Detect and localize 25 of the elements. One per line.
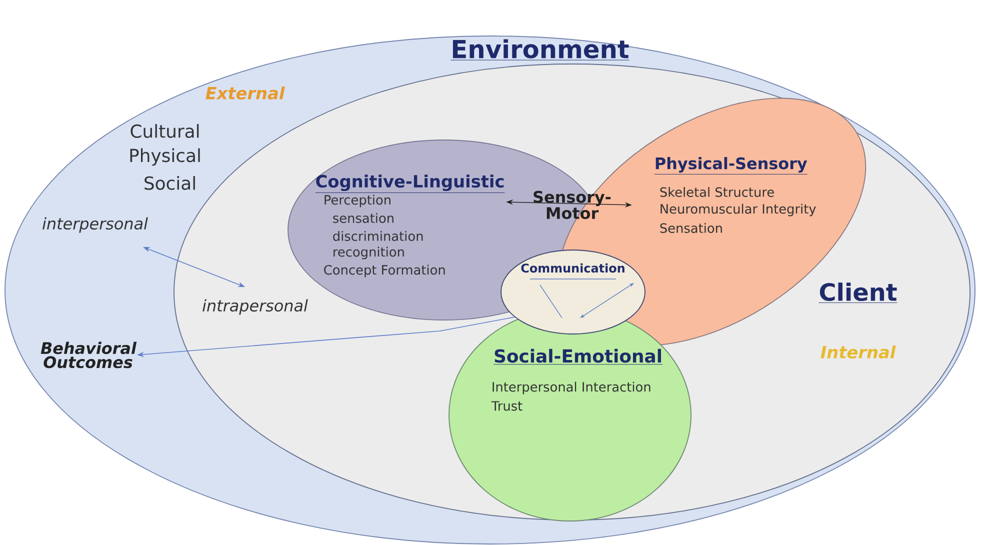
list-item: discrimination <box>333 231 423 241</box>
heading: Physical-Sensory <box>654 157 808 174</box>
zone-label: Internal <box>820 345 896 359</box>
list-item: Interpersonal Interaction <box>492 382 650 394</box>
list-item: Neuromuscular Integrity <box>660 204 816 216</box>
heading: Environment <box>450 39 630 60</box>
heading: Cognitive-Linguistic <box>315 174 505 193</box>
list-item: sensation <box>333 213 394 223</box>
factor-label: Social <box>144 176 195 190</box>
list-item: Perception <box>324 194 390 208</box>
circle-label: Communication <box>521 263 624 273</box>
factor-label: Physical <box>130 148 200 166</box>
list-item: Sensation <box>660 223 722 233</box>
text-label: intrapersonal <box>202 299 308 315</box>
list-item: recognition <box>334 246 404 260</box>
list-item: Concept Formation <box>324 264 445 278</box>
zone-label: External <box>206 86 285 100</box>
heading: Social-Emotional <box>493 348 663 365</box>
factor-label: Cultural <box>130 124 199 138</box>
text-label: Behavioral Outcomes <box>40 342 137 368</box>
text-label: interpersonal <box>42 217 148 233</box>
edge-label: Sensory- Motor <box>534 190 611 220</box>
list-item: Trust <box>491 401 522 411</box>
list-item: Skeletal Structure <box>660 187 774 197</box>
heading: Client <box>818 282 898 303</box>
